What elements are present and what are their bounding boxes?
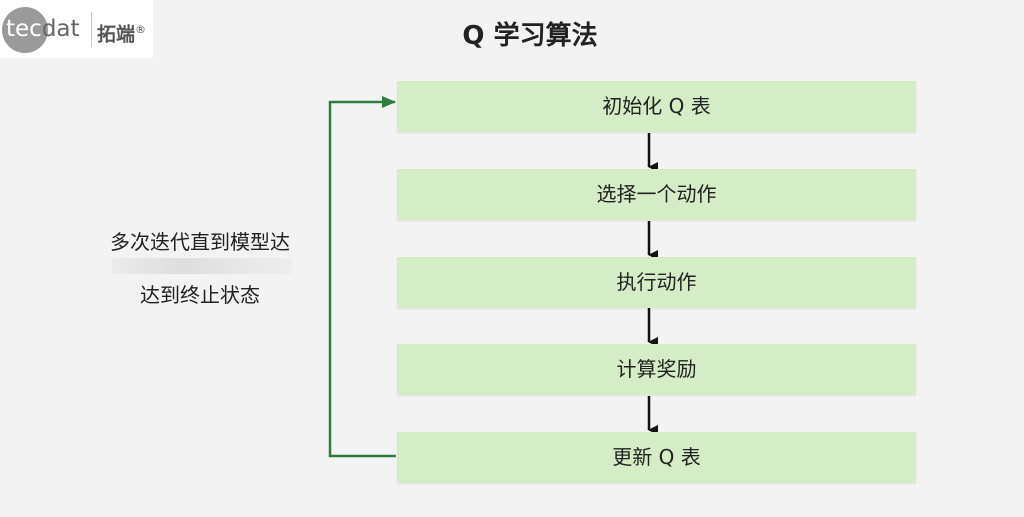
logo-divider <box>91 12 92 47</box>
step-select-action: 选择一个动作 <box>397 169 916 220</box>
logo-text: tecdat <box>6 14 80 44</box>
step-update-q-table: 更新 Q 表 <box>397 432 916 483</box>
loop-label-line1: 多次迭代直到模型达 <box>110 230 290 254</box>
diagram-title: Q 学习算法 <box>462 21 598 51</box>
logo-cn: 拓端® <box>97 18 146 46</box>
loop-back-arrow <box>328 96 396 458</box>
logo: tecdat 拓端® <box>0 0 153 58</box>
step-execute-action: 执行动作 <box>397 257 916 308</box>
step-compute-reward: 计算奖励 <box>397 344 916 395</box>
step-init-q-table: 初始化 Q 表 <box>397 81 916 132</box>
registered-mark: ® <box>135 23 147 36</box>
logo-text-light: tec <box>6 16 42 42</box>
logo-cn-text: 拓端 <box>97 23 136 46</box>
smudge <box>112 258 292 274</box>
logo-text-dark: dat <box>41 16 80 42</box>
loop-label-line2: 达到终止状态 <box>140 283 260 307</box>
logo-circle-icon <box>2 7 48 53</box>
